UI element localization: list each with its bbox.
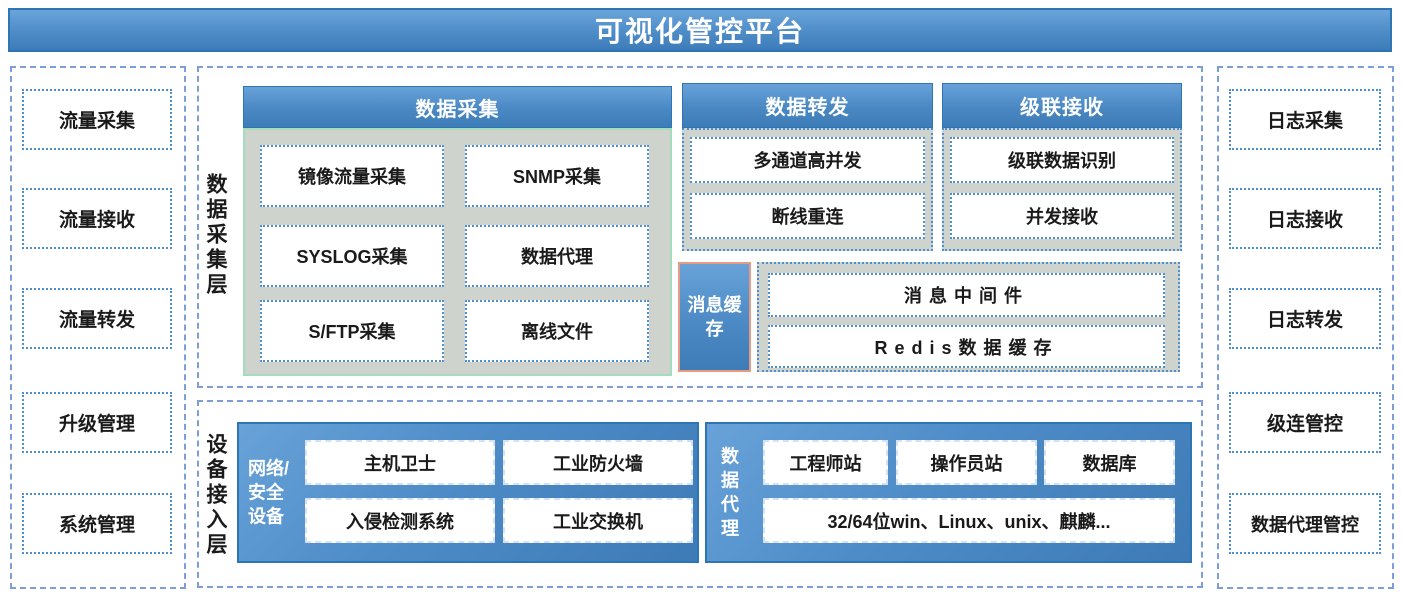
node-concurrent-receive: 并发接收 xyxy=(950,193,1174,239)
data-collection-header: 数据采集 xyxy=(243,86,672,128)
sidebar-item-upgrade-manage: 升级管理 xyxy=(22,392,172,453)
network-security-block: 网络/安全设备 主机卫士 工业防火墙 入侵检测系统 工业交换机 xyxy=(237,422,699,563)
sidebar-item-traffic-receive: 流量接收 xyxy=(22,188,172,249)
data-collection-layer-label: 数据采集层 xyxy=(204,172,227,298)
node-mirror-traffic-collect: 镜像流量采集 xyxy=(260,145,444,207)
device-access-layer-panel: 设备接入层 网络/安全设备 主机卫士 工业防火墙 入侵检测系统 工业交换机 数据… xyxy=(197,400,1203,588)
cascade-receive-block: 级联接收 级联数据识别 并发接收 xyxy=(942,83,1182,253)
node-database: 数据库 xyxy=(1044,440,1175,485)
sidebar-item-agent-control: 数据代理管控 xyxy=(1229,493,1381,554)
node-intrusion-detection: 入侵检测系统 xyxy=(305,498,495,543)
node-snmp-collect: SNMP采集 xyxy=(465,145,649,207)
node-reconnect: 断线重连 xyxy=(690,193,925,239)
data-collection-block: 数据采集 镜像流量采集 SNMP采集 SYSLOG采集 数据代理 S/FTP采集… xyxy=(243,86,672,376)
sidebar-item-log-receive: 日志接收 xyxy=(1229,188,1381,249)
data-collection-body: 镜像流量采集 SNMP采集 SYSLOG采集 数据代理 S/FTP采集 离线文件 xyxy=(243,128,672,376)
node-cascade-data-identify: 级联数据识别 xyxy=(950,137,1174,183)
node-industrial-firewall: 工业防火墙 xyxy=(503,440,693,485)
node-host-guard: 主机卫士 xyxy=(305,440,495,485)
node-multichannel-concurrency: 多通道高并发 xyxy=(690,137,925,183)
message-cache-label-box: 消息缓存 xyxy=(678,262,751,372)
node-engineer-station: 工程师站 xyxy=(763,440,888,485)
sidebar-item-system-manage: 系统管理 xyxy=(22,493,172,554)
data-agent-label: 数据代理 xyxy=(721,445,739,539)
network-security-label: 网络/安全设备 xyxy=(248,458,290,527)
node-data-agent: 数据代理 xyxy=(465,225,649,287)
node-message-middleware: 消息中间件 xyxy=(768,273,1165,317)
node-syslog-collect: SYSLOG采集 xyxy=(260,225,444,287)
node-redis-cache: Redis数据缓存 xyxy=(768,325,1165,368)
cascade-receive-header: 级联接收 xyxy=(942,83,1182,128)
node-industrial-switch: 工业交换机 xyxy=(503,498,693,543)
cascade-receive-body: 级联数据识别 并发接收 xyxy=(942,128,1182,251)
left-sidebar: 流量采集 流量接收 流量转发 升级管理 系统管理 xyxy=(10,66,186,589)
sidebar-item-traffic-collect: 流量采集 xyxy=(22,89,172,150)
data-agent-block: 数据代理 工程师站 操作员站 数据库 32/64位win、Linux、unix、… xyxy=(705,422,1192,563)
page-title: 可视化管控平台 xyxy=(8,8,1392,52)
device-access-layer-label: 设备接入层 xyxy=(204,432,227,558)
right-sidebar: 日志采集 日志接收 日志转发 级连管控 数据代理管控 xyxy=(1217,66,1394,589)
sidebar-item-cascade-control: 级连管控 xyxy=(1229,392,1381,453)
message-cache-body: 消息中间件 Redis数据缓存 xyxy=(757,262,1180,372)
sidebar-item-log-collect: 日志采集 xyxy=(1229,89,1381,150)
node-os-support: 32/64位win、Linux、unix、麒麟... xyxy=(763,498,1175,543)
sidebar-item-log-forward: 日志转发 xyxy=(1229,288,1381,349)
data-forward-body: 多通道高并发 断线重连 xyxy=(682,128,933,251)
node-operator-station: 操作员站 xyxy=(896,440,1037,485)
sidebar-item-traffic-forward: 流量转发 xyxy=(22,288,172,349)
node-sftp-collect: S/FTP采集 xyxy=(260,300,444,362)
data-forward-block: 数据转发 多通道高并发 断线重连 xyxy=(682,83,933,253)
data-forward-header: 数据转发 xyxy=(682,83,933,128)
node-offline-file: 离线文件 xyxy=(465,300,649,362)
data-collection-layer-panel: 数据采集层 数据采集 镜像流量采集 SNMP采集 SYSLOG采集 数据代理 S… xyxy=(197,66,1203,388)
